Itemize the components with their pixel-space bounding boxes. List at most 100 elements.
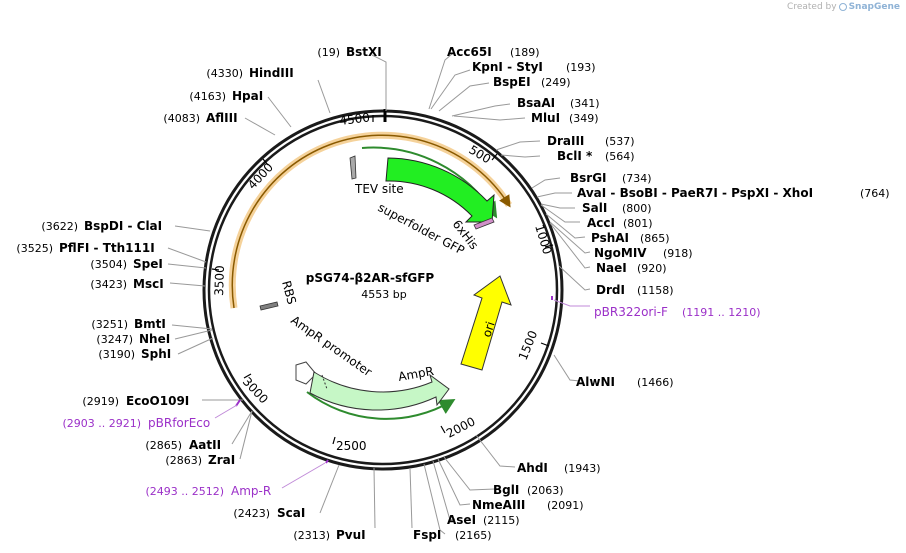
ampr-junction-line (321, 374, 328, 390)
site-name-hpai: HpaI (232, 89, 263, 103)
site-pos-nhei: (3247) (96, 333, 133, 346)
site-pos-acc65i: (189) (510, 46, 540, 59)
site-labels: (19) BstXI Acc65I (189) KpnI - StyI (193… (16, 45, 889, 542)
site-pos-naei: (920) (637, 262, 667, 275)
site-name-kpni-styi: KpnI - StyI (472, 60, 543, 74)
site-name-bcli: BclI * (557, 149, 593, 163)
site-name-avai-group: AvaI - BsoBI - PaeR7I - PspXI - XhoI (577, 186, 813, 200)
site-pos-bspei: (249) (541, 76, 571, 89)
site-name-bsrgi: BsrGI (570, 171, 607, 185)
site-name-sphi: SphI (141, 347, 171, 361)
tick-label-1500: 1500 (516, 329, 540, 363)
site-name-draiii: DraIII (547, 134, 584, 148)
site-name-pflfi-group: PflFI - Tth111I (59, 241, 155, 255)
site-name-alwni: AlwNI (576, 375, 615, 389)
site-pos-msci: (3423) (90, 278, 127, 291)
site-pos-sali: (800) (622, 202, 652, 215)
site-name-pshai: PshAI (591, 231, 629, 245)
site-name-ngomiv: NgoMIV (594, 246, 647, 260)
ampr-label: AmpR (397, 364, 435, 384)
site-name-nmeaiii: NmeAIII (472, 498, 525, 512)
site-name-asei: AseI (447, 513, 476, 527)
site-leader-lines (167, 53, 591, 535)
tick-label-4500: 4500 (339, 110, 371, 128)
site-pos-hindiii: (4330) (206, 67, 243, 80)
tev-site-feature[interactable] (349, 155, 357, 180)
site-pos-bspdi-group: (3622) (41, 220, 78, 233)
site-name-spei: SpeI (133, 257, 163, 271)
site-pos-asei: (2115) (483, 514, 520, 527)
site-name-aflii: AflIII (206, 111, 238, 125)
site-pos-bstxi: (19) (317, 46, 340, 59)
scale-ticks (211, 115, 554, 445)
primer-name-pbrforeco: pBRforEco (148, 416, 210, 430)
site-pos-drdi: (1158) (637, 284, 674, 297)
site-pos-nmeaiii: (2091) (547, 499, 584, 512)
primer-range-amp-r: (2493 .. 2512) (145, 485, 224, 498)
site-pos-mlui: (349) (569, 112, 599, 125)
6xhis-feature[interactable] (473, 217, 495, 230)
site-name-mlui: MluI (531, 111, 560, 125)
credit-brand: SnapGene (848, 2, 900, 12)
site-name-naei: NaeI (596, 261, 627, 275)
site-pos-pvui: (2313) (293, 529, 330, 542)
site-pos-bmti: (3251) (91, 318, 128, 331)
site-pos-bgli: (2063) (527, 484, 564, 497)
site-pos-ecoo109i: (2919) (82, 395, 119, 408)
tick-label-3500: 3500 (212, 265, 227, 296)
primer-labels: pBR322ori-F (1191 .. 1210) (2903 .. 2921… (62, 305, 760, 498)
site-name-pvui: PvuI (336, 528, 366, 542)
rbs-label: RBS (279, 279, 299, 306)
site-pos-alwni: (1466) (637, 376, 674, 389)
site-pos-bsrgi: (734) (622, 172, 652, 185)
plasmid-name: pSG74-β2AR-sfGFP (306, 271, 435, 285)
site-pos-zrai: (2863) (165, 454, 202, 467)
tick-label-2000: 2000 (444, 414, 478, 440)
site-pos-pflfi-group: (3525) (16, 242, 53, 255)
snapgene-logo-icon (838, 3, 847, 11)
primer-name-amp-r: Amp-R (231, 484, 271, 498)
snapgene-credit: Created by SnapGene (787, 2, 900, 12)
site-pos-acci: (801) (623, 217, 653, 230)
ori-feature[interactable] (460, 275, 512, 371)
rbs-feature[interactable] (259, 301, 279, 311)
tick-label-2500: 2500 (336, 439, 367, 453)
site-pos-sphi: (3190) (98, 348, 135, 361)
primer-name-pbr322ori-f: pBR322ori-F (594, 305, 668, 319)
site-name-bmti: BmtI (134, 317, 166, 331)
site-pos-spei: (3504) (90, 258, 127, 271)
backbone-outer-strand (202, 109, 564, 471)
site-name-zrai: ZraI (208, 453, 235, 467)
primer-leader-lines (214, 299, 590, 489)
site-pos-bsaai: (341) (570, 97, 600, 110)
site-pos-kpni-styi: (193) (566, 61, 596, 74)
site-pos-fspi: (2165) (455, 529, 492, 542)
site-name-msci: MscI (133, 277, 164, 291)
orange-region-arc (231, 134, 511, 309)
ampr-promoter-feature[interactable] (295, 361, 317, 385)
site-name-scai: ScaI (277, 506, 305, 520)
site-pos-ahdi: (1943) (564, 462, 601, 475)
site-name-bstxi: BstXI (346, 45, 382, 59)
ori-label: ori (480, 320, 498, 339)
primer-range-pbr322ori-f: (1191 .. 1210) (682, 306, 761, 319)
plasmid-size: 4553 bp (361, 288, 406, 301)
site-pos-hpai: (4163) (189, 90, 226, 103)
site-name-bsaai: BsaAI (517, 96, 555, 110)
site-name-acc65i: Acc65I (447, 45, 492, 59)
site-name-bgli: BglI (493, 483, 519, 497)
site-name-hindiii: HindIII (249, 66, 294, 80)
site-name-drdi: DrdI (596, 283, 625, 297)
ampr-feature[interactable] (309, 371, 450, 411)
site-pos-aatii: (2865) (145, 439, 182, 452)
site-name-acci: AccI (587, 216, 615, 230)
site-name-sali: SalI (582, 201, 607, 215)
site-pos-pshai: (865) (640, 232, 670, 245)
site-pos-avai-group: (764) (860, 187, 890, 200)
tev-site-label: TEV site (354, 182, 404, 196)
site-name-ahdi: AhdI (517, 461, 548, 475)
primer-range-pbrforeco: (2903 .. 2921) (62, 417, 141, 430)
site-name-bspei: BspEI (493, 75, 531, 89)
site-pos-ngomiv: (918) (663, 247, 693, 260)
